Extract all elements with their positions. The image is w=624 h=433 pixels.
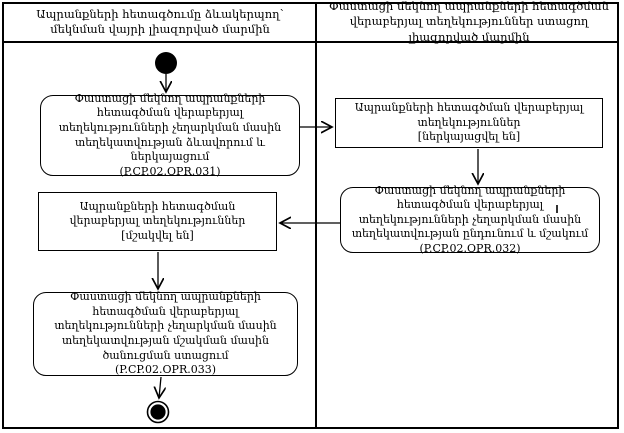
activity-code: (P.CP.02.OPR.032): [419, 241, 521, 255]
swimlane-header-left: Ապրանքների հետագծումը ձևակերպող՝ մեկնման…: [36, 6, 284, 36]
object-node-info-submitted: Ապրանքների հետագծման վերաբերյալ տեղեկութ…: [335, 98, 603, 148]
activity-label: Փաստացի մեկնող ապրանքների հետագծման վերա…: [54, 290, 277, 362]
object-state: [ներկայացվել են]: [417, 130, 521, 144]
activity-code: (P.CP.02.OPR.031): [119, 164, 221, 178]
object-label: Ապրանքների հետագծման վերաբերյալ տեղեկութ…: [354, 101, 584, 129]
object-label: Ապրանքների հետագծման վերաբերյալ տեղեկութ…: [69, 199, 246, 228]
activity-label: Փաստացի մեկնող ապրանքների հետագծման վերա…: [58, 91, 282, 164]
activity-node-opr033: Փաստացի մեկնող ապրանքների հետագծման վերա…: [33, 290, 298, 377]
activity-node-opr031: Փաստացի մեկնող ապրանքների հետագծման վերա…: [40, 91, 300, 178]
activity-node-opr032: Փաստացի մեկնող ապրանքների հետագծման վերա…: [340, 183, 600, 255]
scan-artifact-mark: [556, 205, 558, 213]
object-node-info-processed: Ապրանքների հետագծման վերաբերյալ տեղեկութ…: [38, 192, 277, 251]
swimlane-divider: [315, 2, 317, 429]
activity-code: (P.CP.02.OPR.033): [114, 363, 217, 377]
header-separator-line: [2, 41, 619, 43]
activity-label: Փաստացի մեկնող ապրանքների հետագծման վերա…: [351, 183, 589, 241]
swimlane-header-right: Փաստացի մեկնող ապրանքների հետագծման վերա…: [329, 0, 609, 44]
diagram-border: [2, 2, 619, 429]
object-state: [մշակվել են]: [121, 228, 194, 242]
